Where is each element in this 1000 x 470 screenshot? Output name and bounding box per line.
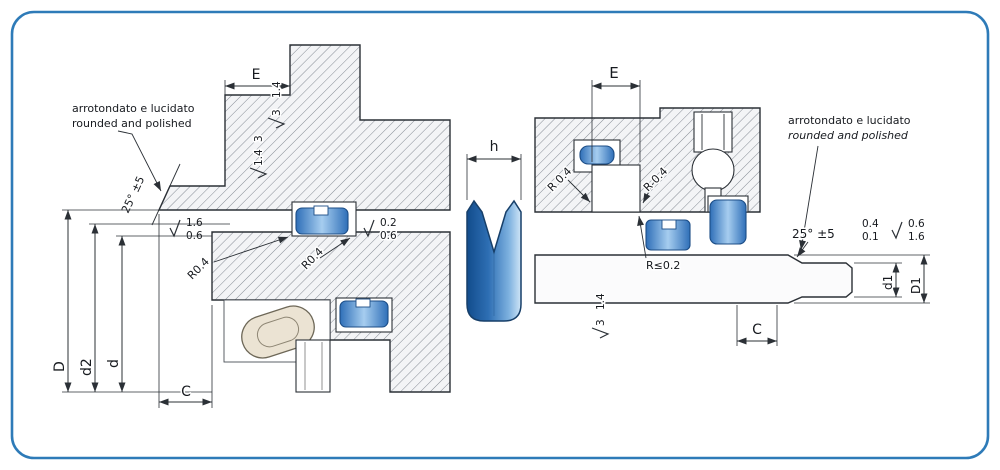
roughness-icon [249, 167, 268, 179]
right-seal-groove [591, 164, 641, 213]
dim-label-C-left: C [181, 384, 191, 400]
dim-label-d: d [106, 359, 122, 368]
roughness-value: 1.4 [271, 81, 283, 98]
roughness-value: 1.4 [595, 293, 607, 310]
surface-finish-wall-a: 1.4 3 [249, 134, 268, 179]
roughness-value: 1.6 [186, 217, 203, 229]
seal-cross-section [466, 199, 522, 322]
roughness-value: 3 [271, 109, 283, 116]
roughness-value: 3 [595, 319, 607, 326]
radius-callout: R0.4 [185, 255, 212, 282]
dim-label-E-right: E [609, 64, 618, 82]
left-secondary-seal-notch [355, 298, 371, 308]
dim-label-D1: D1 [909, 277, 923, 294]
roughness-value: 0.1 [862, 231, 879, 243]
roughness-value: 0.6 [380, 230, 397, 242]
dim-label-E-left: E [252, 67, 261, 83]
dim-label-h: h [490, 139, 499, 155]
chamfer-angle-label: 25° ±5 [119, 174, 147, 215]
roughness-value: 0.2 [380, 217, 397, 229]
note-line-italian: arrotondato e lucidato [788, 114, 911, 127]
dim-label-C-right: C [752, 322, 762, 338]
note-line-italian: arrotondato e lucidato [72, 102, 195, 115]
surface-finish-wall-b: 3 1.4 [267, 79, 286, 129]
roughness-icon [169, 219, 181, 238]
roughness-value: 1.6 [908, 231, 925, 243]
left-seal-notch [313, 205, 329, 216]
roughness-icon [363, 219, 375, 238]
roughness-value: 0.6 [908, 218, 925, 230]
right-view: E R 0.4 R 0.4 R≤0.2 arrotondato e lucida… [534, 63, 930, 346]
chamfer-angle-label: 25° ±5 [792, 227, 835, 241]
right-wiper-seal [709, 199, 747, 245]
surface-finish-rod: 3 1.4 [591, 291, 610, 339]
roughness-value: 3 [253, 135, 265, 142]
left-housing-section [157, 44, 451, 211]
dim-label-D: D [52, 361, 68, 372]
dim-label-d2: d2 [79, 358, 95, 376]
roughness-value: 0.4 [862, 218, 879, 230]
roughness-icon [891, 221, 903, 240]
roughness-value: 1.4 [253, 149, 265, 166]
note-line-english: rounded and polished [72, 117, 192, 130]
surface-finish-face-right: 0.6 1.6 [891, 217, 927, 245]
roughness-icon [591, 327, 610, 339]
left-view: E 1.4 3 3 1.4 1.6 0.6 0.2 0.6 R0.4 [51, 44, 451, 408]
dim-label-d1: d1 [881, 275, 895, 290]
note-line-english: rounded and polished [788, 129, 909, 142]
seal-profile: h [466, 138, 522, 322]
surface-finish-bore: 1.6 0.6 [169, 216, 205, 244]
surface-finish-chamfer: 0.4 0.1 [861, 217, 881, 245]
radius-callout: R≤0.2 [646, 259, 680, 272]
right-oring [579, 145, 615, 165]
page-border [10, 10, 990, 460]
surface-finish-face-left: 0.2 0.6 [363, 216, 399, 244]
right-secondary-seal-notch [661, 219, 677, 230]
left-shaft [295, 339, 331, 393]
roughness-icon [267, 117, 286, 129]
right-rod [534, 254, 853, 304]
